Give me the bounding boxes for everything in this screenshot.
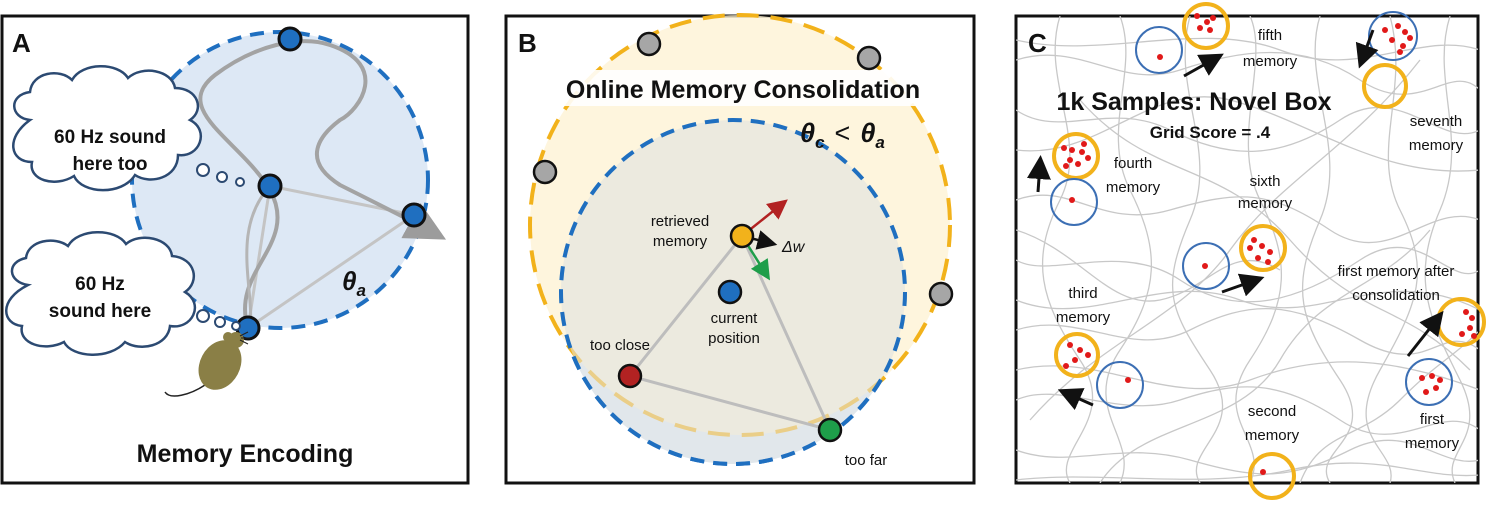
grid-score: Grid Score = .4 [1150,123,1271,142]
current-label-line2: position [708,330,760,347]
fifth-memory-blue [1135,26,1183,74]
panel-b: B Online Memory Consolidation θc<θa Δw r… [504,13,976,485]
second-memory-gold [1248,452,1296,500]
gray-node-2 [856,45,882,71]
third-memory-gold [1054,332,1100,378]
first-after-label-1: first memory after [1338,263,1455,280]
panel-a-letter: A [12,28,31,58]
third-memory-blue [1096,361,1144,409]
first-label-1: first [1420,411,1445,428]
third-label-1: third [1068,285,1097,302]
sixth-label-1: sixth [1250,173,1281,190]
thought-cloud-bottom: 60 Hz sound here [5,231,241,356]
mouse-icon [164,331,250,397]
consolidation-triangle [627,235,833,433]
bubble-top-line2: here too [73,154,148,175]
current-position-node [717,279,743,305]
memory-node-middle [257,173,283,199]
gray-node-4 [928,281,954,307]
fourth-label-2: memory [1106,179,1161,196]
gray-node-1 [636,31,662,57]
panel-a-caption: Memory Encoding [137,440,354,468]
panel-a: A θa 60 Hz sound here too [0,14,470,485]
panel-c-title: 1k Samples: Novel Box [1056,88,1331,116]
panel-c: C 1k Samples: Novel Box Grid Score = .4 [1014,2,1486,500]
too-close-node [617,363,643,389]
sample-points [1061,13,1477,475]
bubble-bottom-line2: sound here [49,301,151,322]
too-close-label: too close [590,337,650,354]
retrieved-label-line1: retrieved [651,213,709,230]
sixth-label-2: memory [1238,195,1293,212]
third-label-2: memory [1056,309,1111,326]
sixth-memory-gold [1239,224,1287,272]
gray-node-3 [532,159,558,185]
seventh-memory-blue [1368,11,1418,61]
panel-b-letter: B [518,28,537,58]
second-label-1: second [1248,403,1296,420]
retrieved-memory-node [729,223,755,249]
first-after-label-2: consolidation [1352,287,1440,304]
memory-node-right [401,202,427,228]
first-label-2: memory [1405,435,1460,452]
encoding-triangle [246,184,418,330]
seventh-label-2: memory [1409,137,1464,154]
panel-b-title: Online Memory Consolidation [566,76,920,104]
panel-c-letter: C [1028,28,1047,58]
theta-a-label: θa [342,266,366,300]
seventh-memory-gold [1362,63,1408,109]
fourth-memory-blue [1050,178,1098,226]
current-label-line1: current [711,310,759,327]
too-far-label: too far [845,452,888,469]
sixth-memory-blue [1182,242,1230,290]
memory-node-top [277,26,303,52]
shift-arrows [1026,29,1444,411]
memory-fields [1050,2,1486,500]
thought-cloud-top: 60 Hz sound here too [12,65,245,192]
too-far-node [817,417,843,443]
bubble-bottom-line1: 60 Hz [75,274,125,295]
second-label-2: memory [1245,427,1300,444]
bubble-top-line1: 60 Hz sound [54,127,166,148]
fifth-label-2: memory [1243,53,1298,70]
fourth-memory-gold [1052,132,1100,180]
first-memory-blue [1405,358,1453,406]
trajectory-path [198,39,447,329]
retrieved-label-line2: memory [653,233,708,250]
theta-comparison: θc<θa [800,118,885,152]
seventh-label-1: seventh [1410,113,1463,130]
delta-w-label: Δw [781,239,806,256]
fourth-label-1: fourth [1114,155,1152,172]
fifth-label-1: fifth [1258,27,1282,44]
fifth-memory-gold [1182,2,1230,50]
